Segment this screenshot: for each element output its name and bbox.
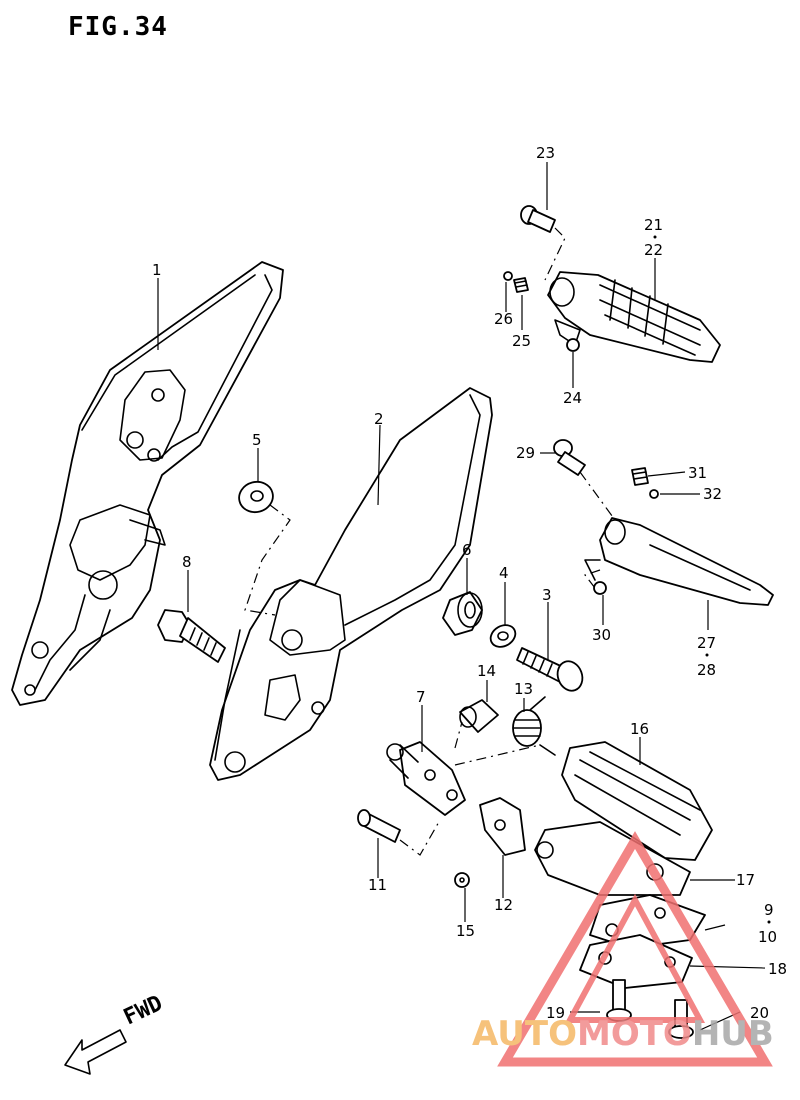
part-5-washer [238,480,274,514]
part-30-clip [593,581,607,595]
watermark-logo: AUTOMOTOHUB [472,831,774,1067]
callout-11: 11 [368,876,387,894]
part-12-clevis [479,797,526,856]
part-31-spring [631,467,649,486]
callout-23: 23 [536,144,555,162]
callout-9: 9 [764,901,774,919]
callout-26: 26 [494,310,513,328]
callout-28: 28 [697,661,716,679]
callout-24: 24 [563,389,582,407]
callout-27: 27 [697,634,716,652]
callout-10: 10 [758,928,777,946]
part-27-footpeg [584,517,774,606]
watermark-word-moto: MOTO [577,1014,692,1054]
callout-19: 19 [546,1004,565,1022]
callout-1: 1 [152,261,162,279]
forward-label: FWD [120,991,167,1030]
part-29-pin [553,439,586,476]
callout-20: 20 [750,1004,769,1022]
part-8-bolt [157,609,226,663]
part-24-clip [566,338,580,352]
part-25-spring [513,277,529,293]
callout-6: 6 [462,541,472,559]
part-23-bolt [520,205,556,233]
callout-4: 4 [499,564,509,582]
callout-22: 22 [644,241,663,259]
callout-31: 31 [688,464,707,482]
callout-13: 13 [514,680,533,698]
callout-5: 5 [252,431,262,449]
part-4-washer [489,624,517,648]
callout-3: 3 [542,586,552,604]
part-11-pin [357,809,401,843]
callout-8: 8 [182,553,192,571]
forward-arrow-icon [64,1029,127,1075]
part-1-bracket [11,261,284,706]
callout-15: 15 [456,922,475,940]
watermark-word-auto: AUTO [472,1014,577,1054]
callout-30: 30 [592,626,611,644]
callout-7: 7 [416,688,426,706]
part-3-bolt [516,647,584,692]
part-21-rear-footpeg [547,271,721,363]
callout-labels: 1 2 3 4 5 6 7 8 9 10 11 12 13 14 15 16 1… [152,144,787,1022]
separator-dots [653,235,771,924]
callout-2: 2 [374,410,384,428]
callout-12: 12 [494,896,513,914]
part-32-ball [649,489,659,499]
callout-14: 14 [477,662,496,680]
part-14-bushing [459,699,499,733]
part-26-ball [503,271,513,281]
watermark-word-hub: HUB [692,1014,774,1054]
figure-title: FIG.34 [68,12,168,42]
callout-17: 17 [736,871,755,889]
callout-32: 32 [703,485,722,503]
part-15-clip [454,872,470,888]
part-13-spring [512,696,556,756]
callout-21: 21 [644,216,663,234]
part-16-rubber [561,741,713,861]
watermark-text: AUTOMOTOHUB [472,1014,774,1054]
part-6-bushing [442,591,483,636]
callout-16: 16 [630,720,649,738]
callout-29: 29 [516,444,535,462]
callout-25: 25 [512,332,531,350]
part-7-clevis [386,741,466,816]
watermark-triangle-icon [497,831,773,1067]
forward-direction-indicator: FWD [64,991,167,1075]
part-2-bracket [209,387,493,781]
callout-18: 18 [768,960,787,978]
